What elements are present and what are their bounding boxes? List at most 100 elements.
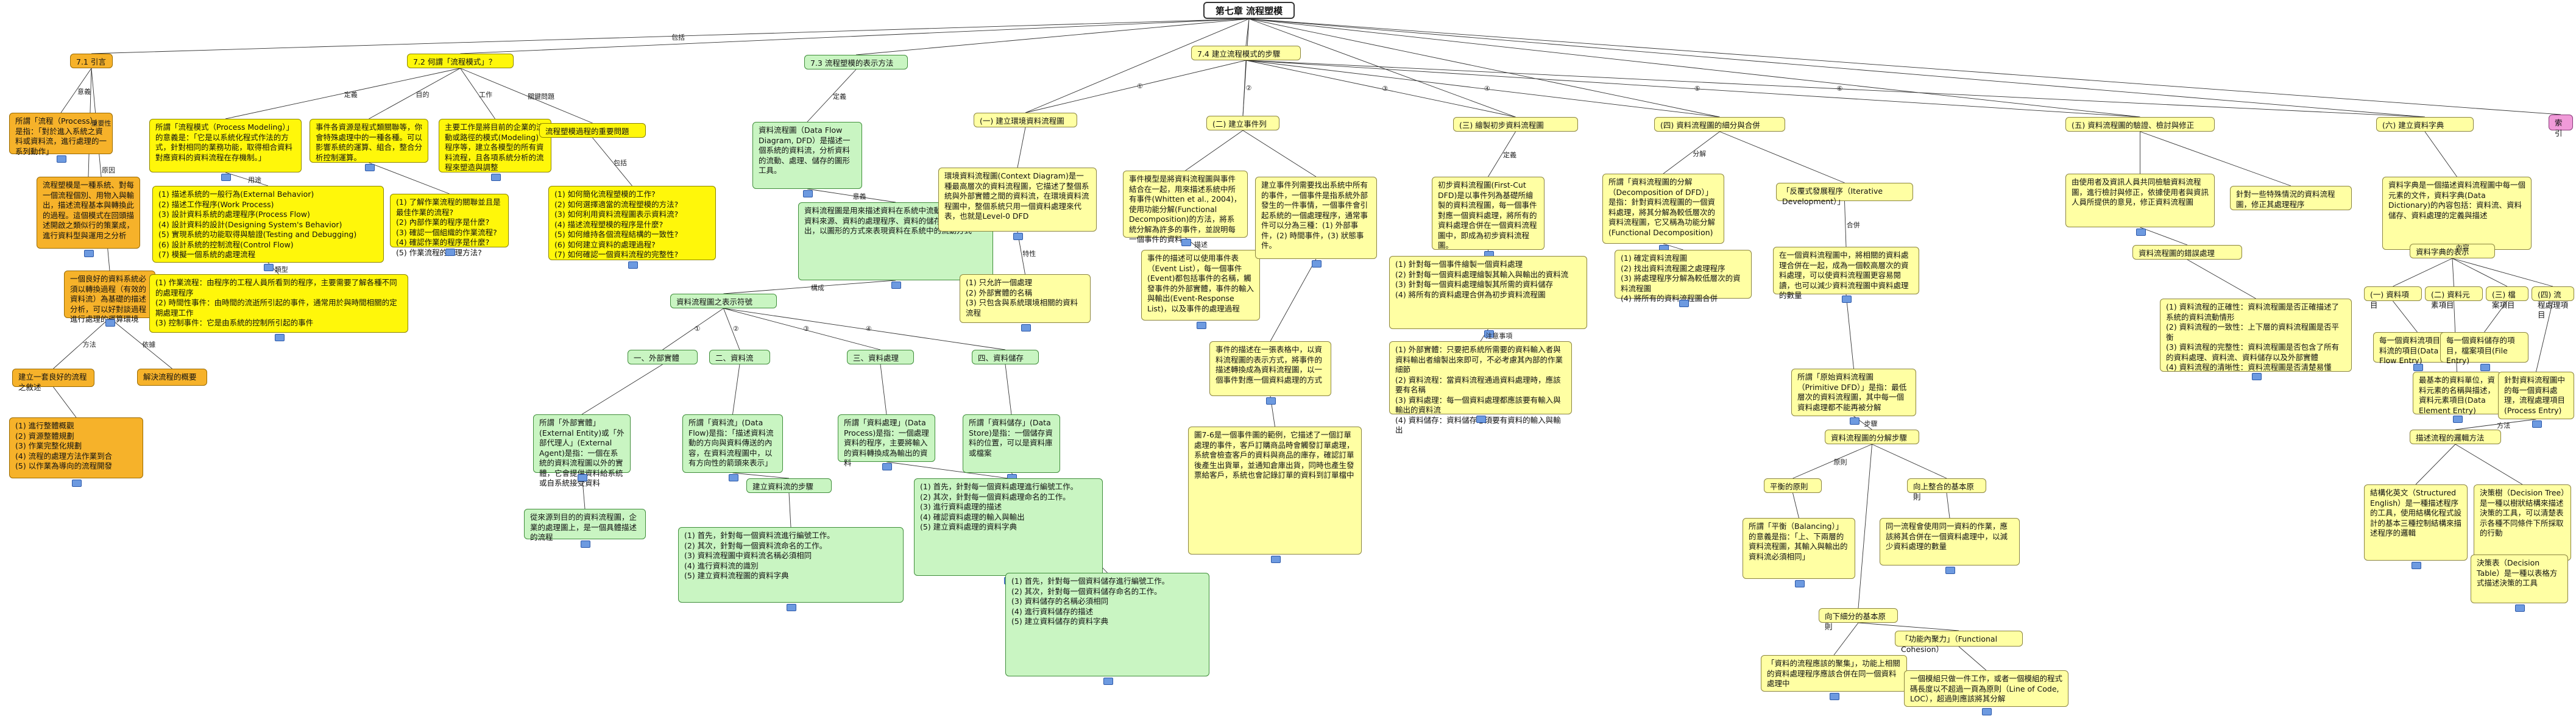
note-icon[interactable] bbox=[1270, 556, 1281, 563]
topic-node-t6k[interactable]: 描述流程的邏輯方法 bbox=[2410, 430, 2501, 444]
topic-node-t2h[interactable]: (1) 作業流程：由程序的工程人員所看到的程序，主要需要了解各種不同的處理程序 … bbox=[149, 274, 408, 333]
note-icon[interactable] bbox=[882, 463, 892, 470]
note-icon[interactable] bbox=[628, 261, 638, 269]
topic-node-t4o[interactable]: 所謂「資料流程圖的分解（Decomposition of DFD）」是指：針對資… bbox=[1602, 174, 1724, 244]
topic-node-t4c[interactable]: (1) 只允許一個處理 (2) 外部實體的名稱 (3) 只包含與系統環境相關的資… bbox=[960, 274, 1091, 323]
topic-node-t5a[interactable]: 由使用者及資訊人員共同檢驗資料流程圖，進行檢討與修正，依據使用者與資訊人員所提供… bbox=[2065, 174, 2215, 227]
note-icon[interactable] bbox=[1196, 322, 1206, 329]
topic-node-t4t[interactable]: 資料流程圖的分解步驟 bbox=[1825, 430, 1919, 444]
topic-node-t3p[interactable]: (1) 首先，針對每一個資料儲存進行編號工作。 (2) 其次，針對每一個資料儲存… bbox=[1005, 573, 1209, 676]
topic-node-t4[interactable]: 7.4 建立流程模式的步驟 bbox=[1191, 46, 1301, 60]
note-icon[interactable] bbox=[264, 264, 274, 271]
topic-node-t4e[interactable]: 事件模型是將資料流程圖與事件結合在一起，用來描述系統中所有事件(Whitten … bbox=[1123, 171, 1248, 244]
topic-node-t3i[interactable]: 所謂「資料流」(Data Flow)是指：「描述資料流動的方向與資料傳送的內容，… bbox=[682, 414, 783, 473]
topic-node-t4k[interactable]: 初步資料流程圖(First-Cut DFD)是以事件列為基礎所繪製的資料流程圖，… bbox=[1432, 177, 1545, 250]
topic-node-t6n[interactable]: 決策表（Decision Table）是一種以表格方式描述決策的工具 bbox=[2471, 555, 2568, 603]
note-icon[interactable] bbox=[1484, 330, 1494, 338]
topic-node-t3m[interactable]: 建立資料流的步驟 bbox=[746, 478, 832, 493]
topic-node-t4a[interactable]: (一) 建立環境資料流程圖 bbox=[974, 113, 1077, 127]
topic-node-t2d[interactable]: (1) 描述系統的一般行為(External Behavior) (2) 描述工… bbox=[152, 186, 384, 263]
note-icon[interactable] bbox=[445, 249, 455, 256]
topic-node-t2a[interactable]: 所謂「流程模式（Process Modeling）」的意義是：「它是以系統化程式… bbox=[149, 119, 302, 172]
note-icon[interactable] bbox=[1842, 296, 1852, 303]
topic-node-t2b[interactable]: 事件各資源是程式類關聯等，你會特殊處理中的一種各種。可以影響系統的運算、組合，整… bbox=[310, 119, 428, 163]
topic-node-t6a[interactable]: 資料字典是一個描述資料流程圖中每一個元素的文件，資料字典(Data Dictio… bbox=[2382, 177, 2532, 250]
note-icon[interactable] bbox=[2452, 416, 2463, 423]
topic-node-t1f[interactable]: (1) 進行整體概觀 (2) 資源整體規劃 (3) 作業完整化規劃 (4) 流程… bbox=[9, 417, 143, 478]
note-icon[interactable] bbox=[1476, 416, 1486, 423]
topic-node-t4l[interactable]: (1) 針對每一個事件繪製一個資料處理 (2) 針對每一個資料處理繪製其輸入與輸… bbox=[1389, 256, 1587, 329]
topic-node-t4v[interactable]: 所謂「平衡（Balancing）」的意義是指：「上、下兩層的資料流程圖，其輸入與… bbox=[1743, 518, 1855, 579]
topic-node-t6b[interactable]: 資料字典的表示 bbox=[2410, 244, 2495, 258]
topic-node-t3[interactable]: 7.3 流程塑模的表示方法 bbox=[804, 55, 908, 69]
note-icon[interactable] bbox=[105, 319, 115, 327]
note-icon[interactable] bbox=[578, 474, 587, 481]
topic-node-t3o[interactable]: (1) 首先，針對每一個資料處理進行編號工作。 (2) 其次，針對每一個資料處理… bbox=[914, 478, 1103, 576]
topic-node-t3c[interactable]: 資料流程圖之表示符號 bbox=[670, 294, 777, 308]
topic-node-t6j[interactable]: 針對資料流程圖中的每一個資料處理，流程處理項目(Process Entry) bbox=[2498, 372, 2574, 419]
note-icon[interactable] bbox=[728, 474, 738, 481]
topic-node-t5d[interactable]: (1) 資料流程的正確性：資料流程圖是否正確描述了系統的資料流動情形 (2) 資… bbox=[2160, 299, 2352, 372]
topic-node-t4aa[interactable]: 「資料的流程應該的聚集」，功能上相關的資料處理程序應該合併在同一個資料處理中 bbox=[1761, 655, 1907, 692]
topic-node-t4d[interactable]: (二) 建立事件列 bbox=[1206, 116, 1279, 130]
topic-node-t4m[interactable]: (1) 外部實體：只要把系統所需要的資料輸入者與資料輸出者繪製出來即可，不必考慮… bbox=[1389, 341, 1572, 434]
topic-node-t3h[interactable]: 所謂「外部實體」(External Entity)或「外部代理人」(Extern… bbox=[533, 414, 631, 487]
note-icon[interactable] bbox=[221, 174, 231, 181]
topic-node-t3e[interactable]: 二、資料流 bbox=[709, 350, 770, 364]
note-icon[interactable] bbox=[1266, 397, 1276, 405]
note-icon[interactable] bbox=[1181, 239, 1191, 246]
note-icon[interactable] bbox=[2413, 364, 2423, 371]
note-icon[interactable] bbox=[2251, 373, 2262, 380]
topic-node-t1c[interactable]: 一個良好的資料系統必須以轉換過程（有效的資料流）為基礎的描述分析，可以好對談過程… bbox=[64, 271, 155, 324]
note-icon[interactable] bbox=[1312, 260, 1322, 268]
note-icon[interactable] bbox=[1021, 324, 1031, 331]
note-icon[interactable] bbox=[490, 174, 501, 181]
topic-node-t4x[interactable]: 同一流程會使用同一資料的作業，應該將其合併在一個資料處理中，以減少資料處理的數量 bbox=[1880, 518, 2020, 565]
topic-node-t2e[interactable]: (1) 了解作業流程的關聯並且是最佳作業的流程? (2) 內部作業的程序是什麼?… bbox=[390, 194, 509, 257]
topic-node-t6f[interactable]: (四) 流程處理項目 bbox=[2532, 286, 2574, 319]
topic-node-t4p[interactable]: 「反覆式發展程序（Iterative Development）」 bbox=[1776, 183, 1913, 206]
topic-node-t3j[interactable]: 所謂「資料處理」(Data Process)是指：一個處理資料的程序，主要將輸入… bbox=[838, 414, 935, 467]
topic-node-t1[interactable]: 7.1 引言 bbox=[70, 54, 113, 68]
note-icon[interactable] bbox=[2532, 420, 2542, 428]
topic-node-t1a[interactable]: 所謂「流程（Process）」是指：「對於進入系統之資料或資料流，進行處理的一系… bbox=[9, 113, 113, 156]
topic-node-t6d[interactable]: (二) 資料元素項目 bbox=[2425, 286, 2483, 310]
note-icon[interactable] bbox=[1849, 417, 1859, 425]
topic-node-t6[interactable]: (六) 建立資料字典 bbox=[2376, 117, 2474, 132]
note-icon[interactable] bbox=[274, 334, 285, 341]
topic-node-t4r[interactable]: 在一個資料流程圖中，將相關的資料處理合併在一起，成為一個較高層次的資料處理，可以… bbox=[1773, 247, 1919, 300]
note-icon[interactable] bbox=[2135, 229, 2146, 236]
note-icon[interactable] bbox=[891, 282, 901, 289]
topic-node-t3k[interactable]: 所謂「資料儲存」(Data Store)是指：一個儲存資料的位置，可以是資料庫或… bbox=[963, 414, 1060, 473]
topic-node-t5[interactable]: (五) 資料流程圖的驗證、檢討與修正 bbox=[2065, 117, 2215, 132]
topic-node-t4bb[interactable]: 一個模組只做一件工作，或者一個模組的程式碼長度以不超過一頁為原則（Line of… bbox=[1904, 670, 2068, 707]
topic-node-t4i[interactable]: 圖7-6是一個事件圖的範例，它描述了一個訂單處理的事件，客戶訂購商品時會觸發訂單… bbox=[1188, 427, 1362, 555]
topic-node-t4y[interactable]: 向下細分的基本原則 bbox=[1819, 608, 1898, 631]
note-icon[interactable] bbox=[1830, 693, 1839, 700]
topic-node-t4g[interactable]: 建立事件列需要找出系統中所有的事件，一個事件是指系統外部發生的一件事情，一個事件… bbox=[1255, 177, 1377, 259]
topic-node-t4f[interactable]: 事件的描述可以使用事件表（Event List），每一個事件(Event)都包括… bbox=[1141, 250, 1260, 321]
topic-node-t2c[interactable]: 主要工作是將目前的企業的流動或路徑的模式(Modeling)程序等，建立各模型的… bbox=[439, 119, 551, 172]
topic-node-t4w[interactable]: 向上整合的基本原則 bbox=[1907, 478, 1986, 502]
topic-node-t5c[interactable]: 資料流程圖的錯誤處理 bbox=[2132, 245, 2242, 260]
topic-node-t4n[interactable]: (四) 資料流程圖的細分與合併 bbox=[1654, 117, 1785, 132]
note-icon[interactable] bbox=[364, 164, 375, 171]
topic-node-t6l[interactable]: 結構化英文（Structured English）是一種描述程序的工具，使用結構… bbox=[2364, 484, 2468, 561]
topic-node-t4u[interactable]: 平衡的原則 bbox=[1764, 478, 1822, 493]
topic-node-t3d[interactable]: 一、外部實體 bbox=[628, 350, 698, 364]
map-title[interactable]: 第七章 流程塑模 bbox=[1203, 2, 1295, 19]
topic-node-t5b[interactable]: 針對一些特殊情況的資料流程圖，修正其處理程序 bbox=[2230, 186, 2352, 210]
topic-node-t3a[interactable]: 資料流程圖（Data Flow Diagram, DFD）是描述一個系統的資料流… bbox=[752, 122, 862, 189]
note-icon[interactable] bbox=[72, 480, 82, 487]
topic-node-t6h[interactable]: 最基本的資料單位，資料元素的名稱與描述，資料元素項目(Data Element … bbox=[2413, 372, 2501, 415]
topic-node-t3n[interactable]: (1) 首先，針對每一個資料流進行編號工作。 (2) 其次，針對每一個資料流命名… bbox=[678, 527, 904, 603]
topic-node-t1e[interactable]: 解決流程的概要 bbox=[137, 369, 207, 386]
topic-node-t1b[interactable]: 流程塑模是一種系統、對每一個流程個別、用物入與輸出，描述流程基本與轉換此的過程。… bbox=[37, 177, 140, 249]
topic-node-t2f[interactable]: 流程塑模過程的重要問題 bbox=[539, 123, 646, 138]
topic-node-t6i[interactable]: 每一個資料儲存的項目，檔案項目(File Entry) bbox=[2440, 332, 2528, 365]
topic-node-t1d[interactable]: 建立一套良好的流程之敘述 bbox=[12, 369, 94, 392]
topic-node-t4q[interactable]: (1) 確定資料流程圖 (2) 找出資料流程圖之處理程序 (3) 將處理程序分解… bbox=[1615, 250, 1752, 303]
topic-node-t6e[interactable]: (三) 檔案項目 bbox=[2486, 286, 2528, 310]
note-icon[interactable] bbox=[787, 604, 796, 611]
topic-node-t4h[interactable]: 事件的描述在一張表格中，以資料流程圖的表示方式，將事件的描述轉換成為資料流程圖，… bbox=[1209, 341, 1331, 396]
